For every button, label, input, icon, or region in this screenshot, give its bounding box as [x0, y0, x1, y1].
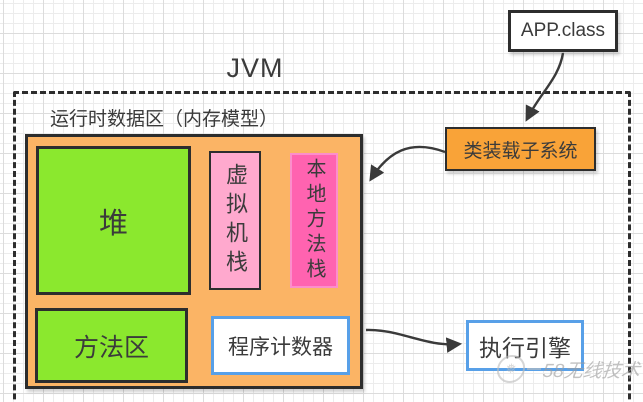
method-area-node: 方法区	[35, 308, 188, 383]
native-method-stack-node: 本地方法栈	[290, 153, 338, 288]
program-counter-node: 程序计数器	[211, 316, 350, 375]
jvm-boundary-dashed-box	[13, 91, 631, 402]
watermark-label: 58无线技术	[541, 360, 642, 382]
vm-stack-label: 虚拟机栈	[223, 162, 248, 279]
jvm-title: JVM	[226, 53, 284, 83]
vm-stack-node: 虚拟机栈	[209, 151, 261, 290]
watermark-logo-icon: ❅	[495, 355, 527, 383]
watermark-dash	[526, 368, 542, 370]
runtime-data-area-container: 堆 虚拟机栈 本地方法栈 方法区 程序计数器	[25, 134, 363, 389]
execution-engine-node: 执行引擎	[466, 320, 584, 371]
runtime-data-area-label: 运行时数据区（内存模型）	[50, 109, 279, 130]
watermark: ❅ 58无线技术	[495, 355, 642, 383]
native-method-stack-label: 本地方法栈	[303, 158, 325, 283]
app-class-node: APP.class	[508, 10, 618, 52]
class-loader-subsystem-node: 类装载子系统	[445, 127, 596, 171]
heap-node: 堆	[36, 146, 191, 295]
